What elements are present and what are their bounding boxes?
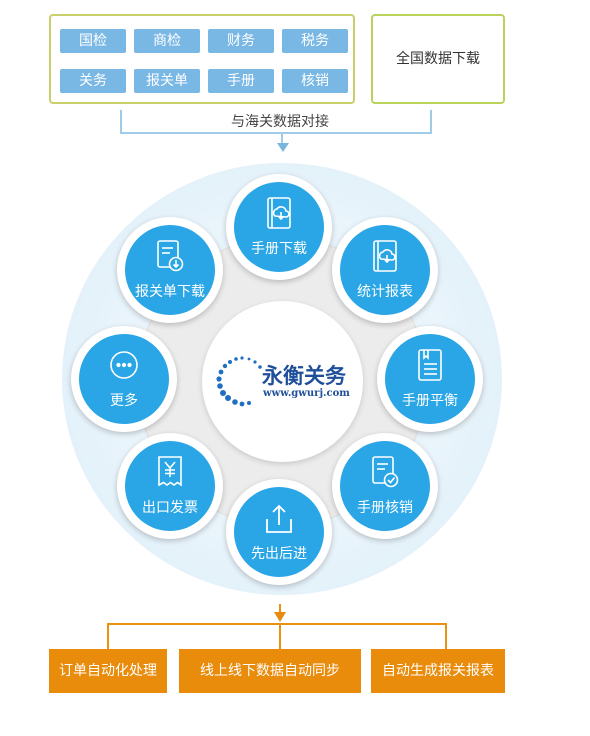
tag-item: 手册 xyxy=(208,69,274,93)
output-connector-line xyxy=(445,623,447,649)
node-label: 报关单下载 xyxy=(135,284,205,300)
customs-data-connector-label: 与海关数据对接 xyxy=(231,114,329,130)
brand-name: 永衡关务 xyxy=(262,363,346,388)
tag-item: 报关单 xyxy=(134,69,200,93)
connector-line xyxy=(120,132,432,134)
node-export-invoice: 出口发票 xyxy=(117,433,223,539)
output-order-automation: 订单自动化处理 xyxy=(49,649,167,693)
connector-line xyxy=(120,110,122,133)
output-connector-line xyxy=(107,623,447,625)
output-connector-line xyxy=(279,604,281,614)
connector-line xyxy=(430,110,432,133)
node-statistics-report: 统计报表 xyxy=(332,217,438,323)
node-first-out-then-in: 先出后进 xyxy=(226,479,332,585)
upload-tray-icon xyxy=(266,504,292,533)
document-download-icon xyxy=(157,240,184,272)
down-arrow-icon xyxy=(274,612,286,622)
connector-line xyxy=(281,133,283,145)
tag-item: 商检 xyxy=(134,29,200,53)
tag-item: 税务 xyxy=(282,29,348,53)
node-more: 更多 xyxy=(71,326,177,432)
output-data-sync: 线上线下数据自动同步 xyxy=(179,649,361,693)
node-label: 统计报表 xyxy=(357,284,413,300)
node-manual-balance: 手册平衡 xyxy=(377,326,483,432)
node-manual-download: 手册下载 xyxy=(226,174,332,280)
yen-receipt-icon xyxy=(158,456,182,487)
cloud-book-icon xyxy=(267,197,291,229)
node-declaration-download: 报关单下载 xyxy=(117,217,223,323)
tag-item: 国检 xyxy=(60,29,126,53)
node-label: 手册核销 xyxy=(357,500,413,516)
national-data-download-box: 全国数据下载 xyxy=(371,14,505,104)
node-manual-verification: 手册核销 xyxy=(332,433,438,539)
cloud-book-icon xyxy=(373,240,397,272)
output-connector-line xyxy=(279,623,281,649)
brand-center xyxy=(202,301,363,462)
source-categories-panel: 国检 商检 财务 税务 关务 报关单 手册 核销 xyxy=(49,14,355,104)
node-label: 先出后进 xyxy=(251,546,307,562)
down-arrow-icon xyxy=(277,143,289,152)
node-label: 手册下载 xyxy=(251,241,307,257)
tag-item: 关务 xyxy=(60,69,126,93)
brand-logo-icon xyxy=(216,356,262,407)
document-check-icon xyxy=(372,456,399,488)
tag-item: 核销 xyxy=(282,69,348,93)
node-label: 出口发票 xyxy=(142,500,198,516)
output-connector-line xyxy=(107,623,109,649)
node-label: 更多 xyxy=(110,393,138,409)
output-report-generation: 自动生成报关报表 xyxy=(371,649,505,693)
more-dots-icon xyxy=(110,351,138,379)
document-list-icon xyxy=(418,349,442,381)
brand-url: www.gwurj.com xyxy=(263,388,350,399)
tag-item: 财务 xyxy=(208,29,274,53)
node-label: 手册平衡 xyxy=(402,393,458,409)
